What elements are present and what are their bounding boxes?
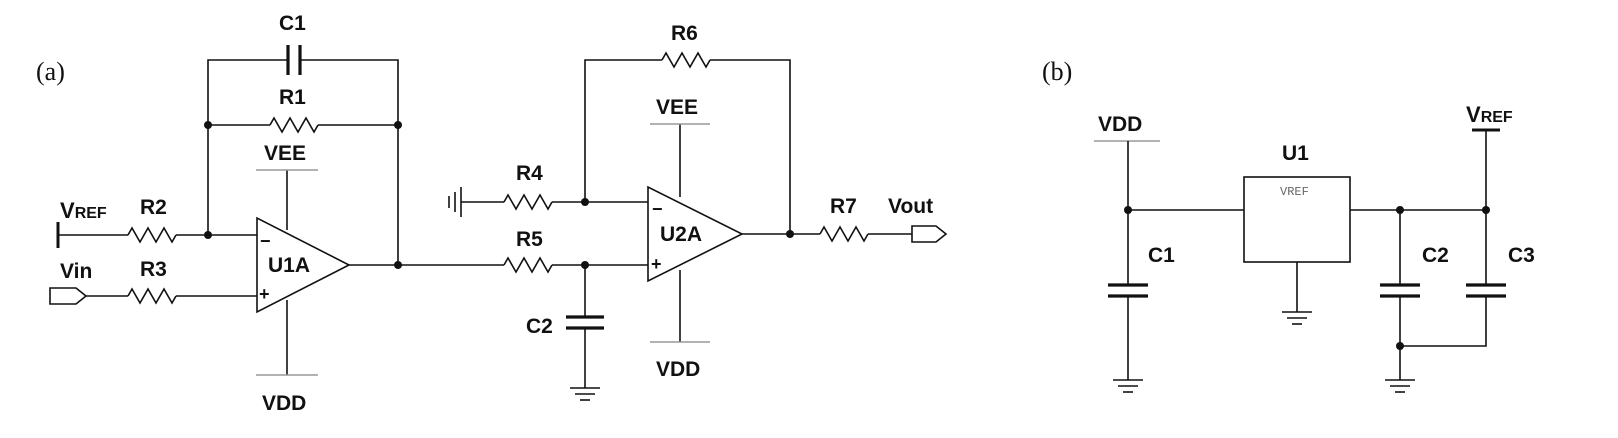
- r5-label: R5: [516, 228, 543, 251]
- vin-input: Vin: [49, 260, 128, 305]
- u1-label-b: U1: [1282, 142, 1309, 165]
- panel-a-label: (a): [36, 57, 65, 86]
- u1-vref-pin: VREF: [1280, 185, 1309, 199]
- u2a-minus: −: [652, 199, 663, 219]
- panel-b-label: (b): [1042, 57, 1072, 86]
- u1a-vdd-label: VDD: [262, 392, 306, 415]
- u2a-label: U2A: [660, 223, 702, 246]
- feedback-network-u1: C1 R1: [204, 12, 402, 265]
- c1-label-a: C1: [279, 12, 306, 35]
- opamp-u1a: VEE VDD − + U1A: [256, 142, 504, 415]
- resistor-r5: R5: [503, 228, 648, 274]
- resistor-r6: R6: [584, 22, 791, 234]
- ground-icon: [1385, 379, 1415, 393]
- vdd-label-b: VDD: [1098, 113, 1142, 136]
- vref-label-a: VREF: [60, 198, 107, 223]
- panel-b: (b) VDD C1 U1 VREF: [1042, 57, 1535, 393]
- r3-label: R3: [140, 258, 167, 281]
- ground-icon: [448, 187, 462, 217]
- regulator-u1: U1 VREF: [1243, 142, 1490, 325]
- vin-label: Vin: [60, 260, 92, 283]
- c2-label-b: C2: [1422, 244, 1449, 267]
- ground-icon: [570, 387, 600, 401]
- resistor-r3: R3: [127, 258, 257, 305]
- opamp-u2a: VEE VDD − + U2A: [647, 96, 820, 381]
- c2-label-a: C2: [526, 315, 553, 338]
- vout-label: Vout: [888, 195, 933, 218]
- u1a-label: U1A: [268, 254, 310, 277]
- r4-label: R4: [516, 162, 543, 185]
- vref-input-a: VREF: [56, 198, 128, 248]
- u1a-vee-label: VEE: [264, 142, 306, 165]
- c1-label-b: C1: [1148, 244, 1175, 267]
- capacitor-c2-a: C2: [526, 265, 604, 401]
- u2a-plus: +: [651, 254, 662, 274]
- u1a-plus: +: [259, 284, 270, 304]
- r1-label: R1: [279, 86, 306, 109]
- u2a-vdd-label: VDD: [656, 358, 700, 381]
- resistor-r2: R2: [127, 196, 257, 244]
- u2a-vee-label: VEE: [656, 96, 698, 119]
- vref-output-b: VREF: [1466, 102, 1513, 132]
- c3-label: C3: [1508, 244, 1535, 267]
- capacitor-c2-b: C2: [1380, 210, 1449, 393]
- ground-icon: [1113, 379, 1143, 393]
- resistor-r7: R7: [819, 195, 912, 243]
- vdd-rail-b: VDD: [1094, 113, 1244, 285]
- r7-label: R7: [830, 195, 857, 218]
- ground-icon: [1282, 311, 1312, 325]
- u1a-minus: −: [260, 231, 271, 251]
- resistor-r4: R4: [448, 162, 648, 217]
- r2-label: R2: [140, 196, 167, 219]
- r6-label: R6: [671, 22, 698, 45]
- capacitor-c3: C3: [1400, 130, 1535, 347]
- panel-a: (a) VREF R2 Vin R3: [36, 12, 948, 415]
- vref-label-b: VREF: [1466, 102, 1513, 127]
- vout-output: Vout: [888, 195, 948, 243]
- capacitor-c1-b: C1: [1108, 244, 1175, 393]
